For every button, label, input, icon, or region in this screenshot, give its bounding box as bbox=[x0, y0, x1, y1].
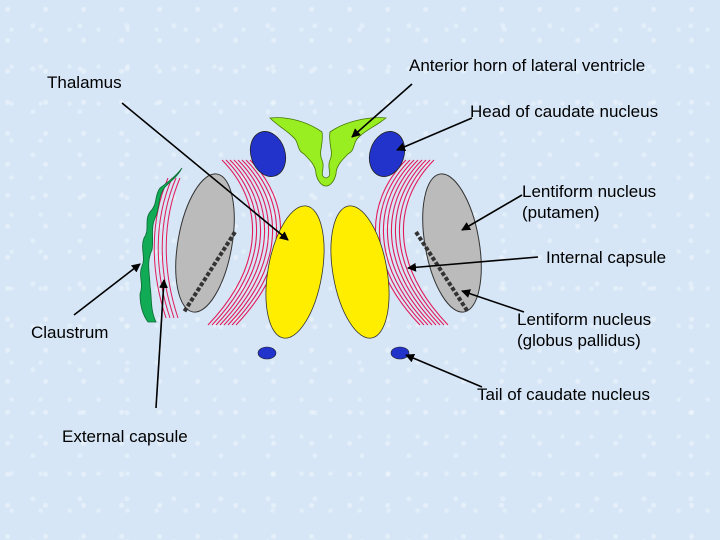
fiber-arc bbox=[382, 159, 429, 326]
external-capsule-boundary-left bbox=[182, 230, 237, 314]
fiber-arc bbox=[390, 159, 437, 326]
tail-of-caudate-right bbox=[390, 346, 410, 360]
fiber-arc bbox=[153, 177, 169, 319]
arrow-thalamus bbox=[121, 102, 289, 241]
fiber-arc bbox=[207, 159, 254, 326]
fiber-arc bbox=[394, 159, 441, 326]
label-globus-pallidus: Lentiform nucleus(globus pallidus) bbox=[517, 310, 652, 350]
claustrum-shape bbox=[139, 167, 183, 323]
putamen-left bbox=[175, 173, 235, 313]
internal-capsule-boundary-right bbox=[414, 230, 470, 314]
fiber-arc bbox=[219, 159, 266, 326]
arrow-external-capsule bbox=[155, 279, 168, 409]
label-external-capsule: External capsule bbox=[62, 427, 188, 446]
label-tail-caudate: Tail of caudate nucleus bbox=[477, 385, 650, 404]
arrow-putamen bbox=[461, 194, 523, 231]
label-internal-capsule: Internal capsule bbox=[546, 248, 667, 267]
anterior-horn-lateral-ventricle bbox=[269, 117, 388, 187]
arrow-anterior-horn bbox=[351, 83, 413, 138]
label-putamen: Lentiform nucleus(putamen) bbox=[522, 182, 657, 222]
internal-capsule-fibers-left bbox=[207, 159, 282, 326]
fiber-arc bbox=[211, 159, 258, 326]
label-anterior-horn: Anterior horn of lateral ventricle bbox=[409, 56, 646, 75]
tail-of-caudate-left bbox=[257, 346, 277, 360]
head-of-caudate-left bbox=[249, 131, 287, 177]
globus-pallidus-right bbox=[330, 205, 390, 339]
fiber-arc bbox=[215, 159, 262, 326]
label-claustrum: Claustrum bbox=[31, 323, 109, 342]
label-head-caudate: Head of caudate nucleus bbox=[470, 102, 659, 121]
fiber-arc bbox=[398, 159, 445, 326]
internal-capsule-fibers-right bbox=[374, 159, 449, 326]
fiber-arc bbox=[223, 159, 270, 326]
fiber-arc bbox=[227, 159, 274, 326]
arrow-tail-caudate bbox=[405, 353, 483, 388]
fiber-arc bbox=[161, 177, 177, 319]
external-capsule-fibers bbox=[153, 177, 181, 319]
fiber-arc bbox=[378, 159, 425, 326]
head-of-caudate-right bbox=[368, 131, 406, 177]
fiber-arc bbox=[157, 177, 173, 319]
arrow-globus-pallidus bbox=[461, 289, 525, 313]
arrow-internal-capsule bbox=[407, 256, 539, 272]
fiber-arc bbox=[386, 159, 433, 326]
fiber-arc bbox=[402, 159, 449, 326]
arrow-claustrum bbox=[73, 263, 141, 316]
fiber-arc bbox=[165, 177, 181, 319]
label-thalamus: Thalamus bbox=[47, 73, 122, 92]
fiber-arc bbox=[231, 159, 278, 326]
arrow-head-caudate bbox=[396, 117, 473, 151]
